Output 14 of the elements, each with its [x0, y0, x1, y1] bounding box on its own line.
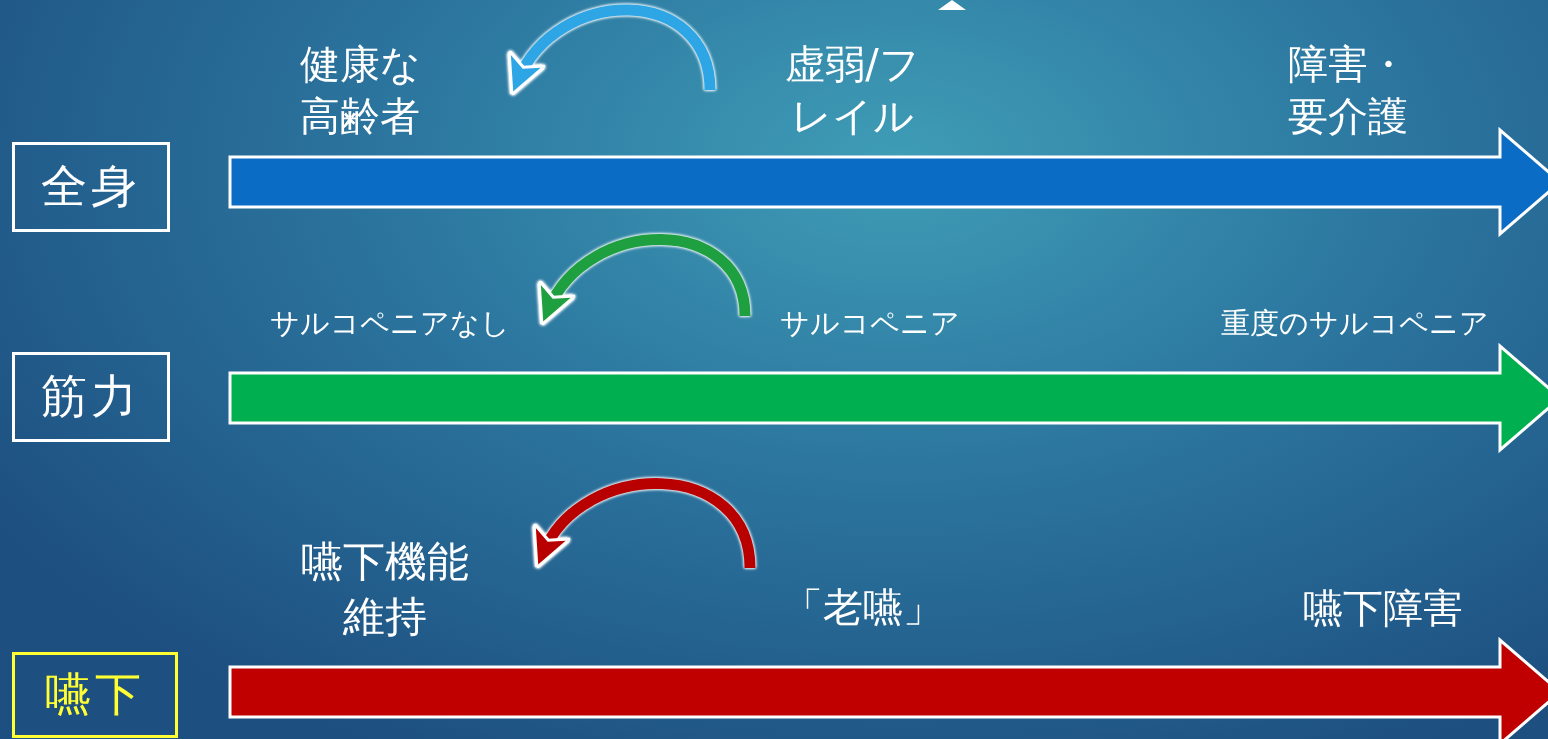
stage-label: 障害・要介護	[1286, 40, 1409, 141]
stage-label: 嚥下障害	[1302, 584, 1463, 633]
stage-label: 重度のサルコペニア	[1221, 305, 1489, 343]
curved-arrow	[508, 4, 716, 96]
category-box: 筋力	[12, 352, 170, 442]
stage-label: 嚥下機能維持	[300, 536, 470, 643]
category-box: 嚥下	[12, 652, 178, 738]
curved-arrow	[533, 478, 756, 569]
stage-label: サルコペニアなし	[270, 305, 510, 343]
category-box: 全身	[12, 142, 170, 232]
stage-label: 虚弱/フレイル	[784, 40, 921, 141]
stage-label: サルコペニア	[780, 305, 960, 343]
stage-label: 「老嚥」	[782, 583, 943, 632]
stage-label: 健康な高齢者	[298, 40, 422, 141]
